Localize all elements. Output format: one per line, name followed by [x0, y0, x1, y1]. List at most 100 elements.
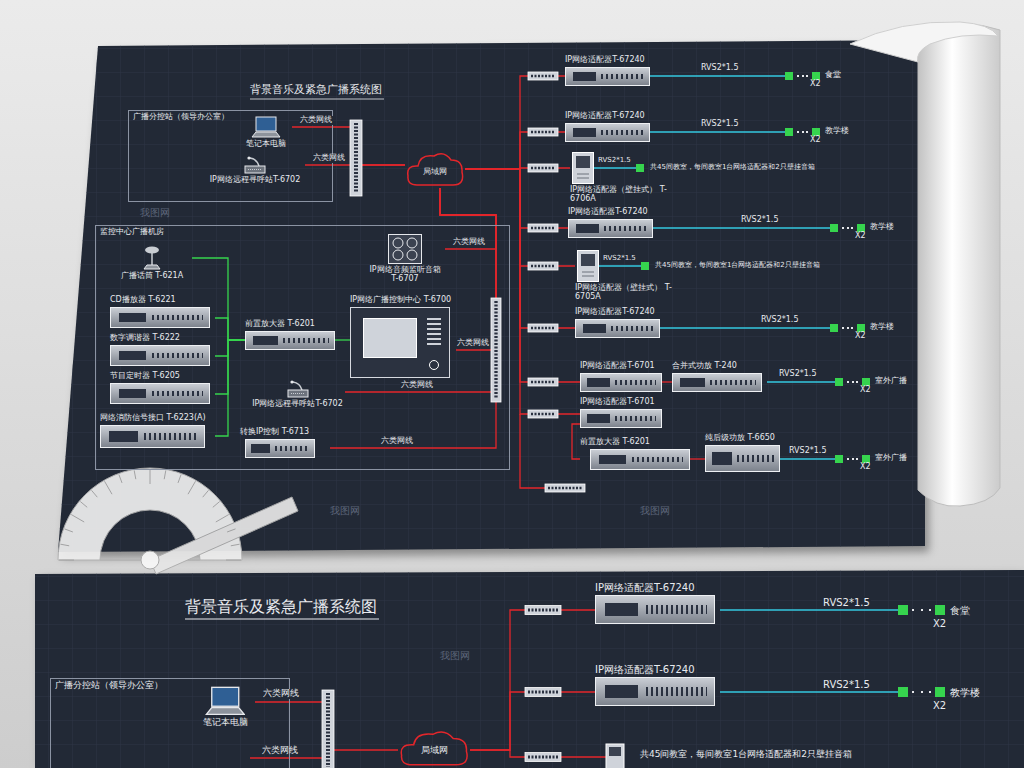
path-part [252, 132, 280, 137]
wire-label: RVS2*1.5 [760, 316, 799, 325]
connector [780, 458, 835, 459]
rack-unit [110, 307, 210, 328]
rack-display [587, 414, 609, 423]
watermark: 我图网 [330, 505, 360, 516]
network-switch [528, 324, 558, 332]
protractor-tick [216, 515, 229, 523]
region-title: 广播分控站（领导办公室） [133, 113, 229, 122]
switch-ports [531, 167, 555, 170]
speaker-square [898, 687, 908, 697]
protractor-tick [92, 490, 98, 497]
rack-buttons [632, 457, 683, 463]
panel-keys [427, 318, 441, 346]
rack-buttons [737, 455, 775, 463]
connector [650, 75, 785, 76]
device-label: IP网络适配器T-67240 [565, 112, 645, 121]
connector [465, 132, 565, 169]
connector [292, 127, 405, 165]
network-adapter: IP网络适配器T-67240 [565, 56, 650, 86]
speaker-group: 教学楼X2 [830, 220, 897, 244]
region-title: 广播分控站（领导办公室） [55, 681, 163, 691]
network-adapter: IP网络适配器T-6701 [580, 362, 662, 392]
speaker-cable [599, 265, 641, 266]
count-label: X2 [933, 700, 946, 711]
place-label: 教学楼 [870, 223, 894, 232]
sheet-grid [58, 40, 925, 552]
wire-label: 六类网线 [400, 381, 434, 390]
rack-display [109, 431, 138, 442]
wire-label: 六类网线 [380, 437, 414, 446]
rack-display [119, 313, 146, 323]
switch-ports [528, 691, 558, 694]
protractor-tick [231, 544, 240, 546]
connector [440, 188, 496, 249]
control-center: IP网络广播控制中心 T-6700 [350, 296, 456, 378]
speaker-square [862, 378, 870, 386]
rack-display [680, 378, 705, 387]
path-part [206, 708, 244, 715]
device-label: IP网络适配器T-67240 [595, 582, 695, 593]
network-cloud: 局域网 [398, 728, 470, 768]
connector [470, 610, 595, 750]
place-label: 教学楼 [950, 687, 980, 698]
switch-ports [326, 693, 330, 767]
network-adapter: IP网络适配器T-67240 [595, 582, 720, 624]
speaker-square [812, 72, 820, 80]
rack-unit [705, 445, 780, 472]
place-label: 教学楼 [825, 127, 849, 136]
network-switch [350, 120, 362, 196]
laptop-icon [205, 686, 246, 716]
wire-label: RVS2*1.5 [822, 679, 871, 690]
rect-part [212, 687, 239, 706]
rack-unit [110, 383, 210, 404]
rack-display [605, 685, 638, 699]
switch-ports [548, 487, 582, 490]
region-box: 监控中心广播机房广播话筒 T-621ACD播放器 T-6221数字调谐器 T-6… [95, 225, 510, 470]
rack-buttons [152, 353, 203, 359]
speaker-dot [847, 227, 849, 229]
protractor-pivot [141, 551, 159, 569]
place-label: 食堂 [950, 605, 970, 616]
path-part [293, 382, 302, 390]
paper-roll [913, 24, 1000, 506]
speaker-dot [929, 691, 931, 693]
speaker-dot [802, 75, 804, 77]
rack-buttons [710, 380, 756, 385]
rect-part [581, 254, 595, 266]
device-label: 节目定时器 T-6205 [110, 372, 180, 381]
network-switch [525, 688, 561, 697]
panel-knob [429, 360, 439, 370]
circle-part [407, 250, 417, 260]
rack-buttons [611, 326, 654, 331]
speaker-square [641, 262, 649, 270]
paper-curl [850, 22, 998, 62]
rack-buttons [615, 380, 657, 385]
path-part [151, 253, 153, 265]
laptop-node: 笔记本电脑 [240, 116, 292, 156]
switch-ports [528, 609, 558, 612]
speaker-dot [852, 458, 854, 460]
network-switch [528, 164, 558, 172]
speaker-square [830, 324, 838, 332]
count-label: X2 [810, 136, 821, 145]
speaker-square [857, 324, 865, 332]
network-cloud: 局域网 [405, 150, 465, 188]
amplifier: 合并式功放 T-240 [672, 362, 767, 392]
spkbox-icon [388, 234, 422, 264]
protractor-tick [134, 470, 136, 479]
protractor-tick [65, 529, 73, 532]
microphone-node: 广播话筒 T-621A [112, 246, 192, 290]
protractor-tick [80, 502, 87, 508]
protractor-tick [227, 529, 235, 532]
network-adapter: IP网络适配器T-67240 [568, 208, 653, 238]
speaker-square [835, 455, 843, 463]
device-label: 笔记本电脑 [246, 140, 286, 149]
device-label: 纯后级功放 T-6650 [705, 434, 775, 443]
protractor-tick [60, 544, 69, 546]
rack-display [253, 336, 278, 345]
speaker-dot [929, 609, 931, 611]
connector [465, 169, 580, 414]
annotation: 共45间教室，每间教室1台网络适配器和2只壁挂音箱 [655, 262, 820, 270]
trunk-wire [520, 414, 545, 488]
